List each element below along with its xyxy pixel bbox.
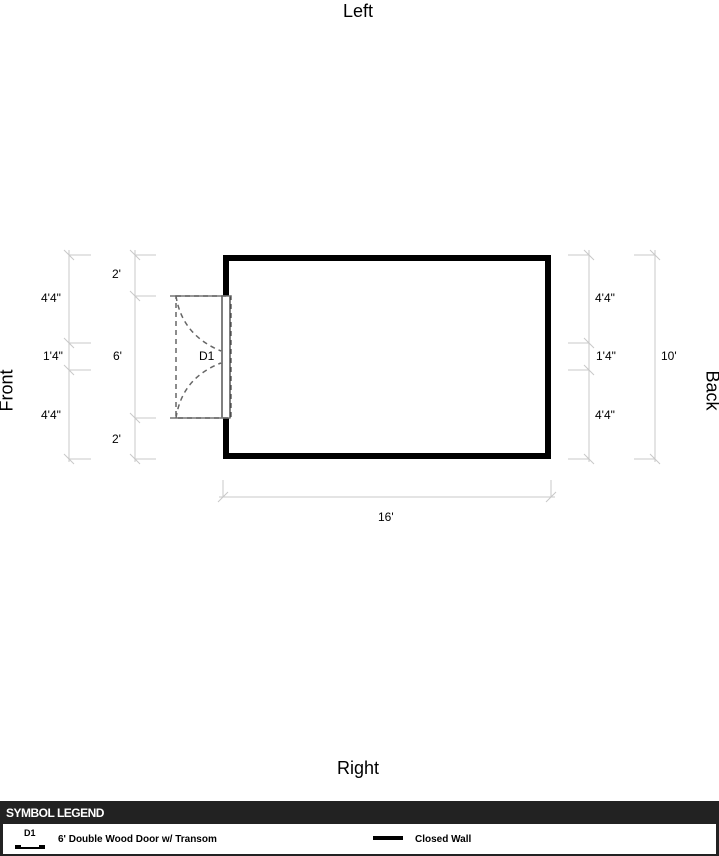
symbol-legend: SYMBOL LEGEND D1 6' Double Wood Door w/ … [0, 801, 719, 856]
door-tag: D1 [199, 349, 215, 363]
dim-front-2: 1'4" [43, 349, 63, 363]
dim-back-total: 10' [661, 349, 677, 363]
legend-wall-label: Closed Wall [415, 834, 472, 845]
dimension-lines [63, 249, 661, 503]
door-symbol-icon: D1 [15, 827, 45, 851]
dim-back-1: 4'4" [595, 291, 615, 305]
dim-front-inner-1: 2' [112, 267, 121, 281]
side-label-right: Right [337, 758, 380, 778]
dim-length: 16' [378, 510, 394, 524]
closed-wall [223, 255, 551, 459]
dim-front-inner-2: 6' [113, 349, 122, 363]
door-d1 [170, 295, 232, 419]
floor-plan: 4'4" 1'4" 4'4" 2' 6' 2' D1 4'4" 1'4" 4'4… [41, 249, 677, 524]
legend-door-label: 6' Double Wood Door w/ Transom [58, 834, 217, 845]
side-label-left: Left [343, 1, 374, 21]
dim-back-2: 1'4" [596, 349, 616, 363]
legend-title: SYMBOL LEGEND [6, 806, 104, 820]
dim-front-3: 4'4" [41, 408, 61, 422]
wall-symbol-icon [373, 836, 403, 840]
dim-back-3: 4'4" [595, 408, 615, 422]
dim-front-1: 4'4" [41, 291, 61, 305]
dim-front-inner-3: 2' [112, 432, 121, 446]
